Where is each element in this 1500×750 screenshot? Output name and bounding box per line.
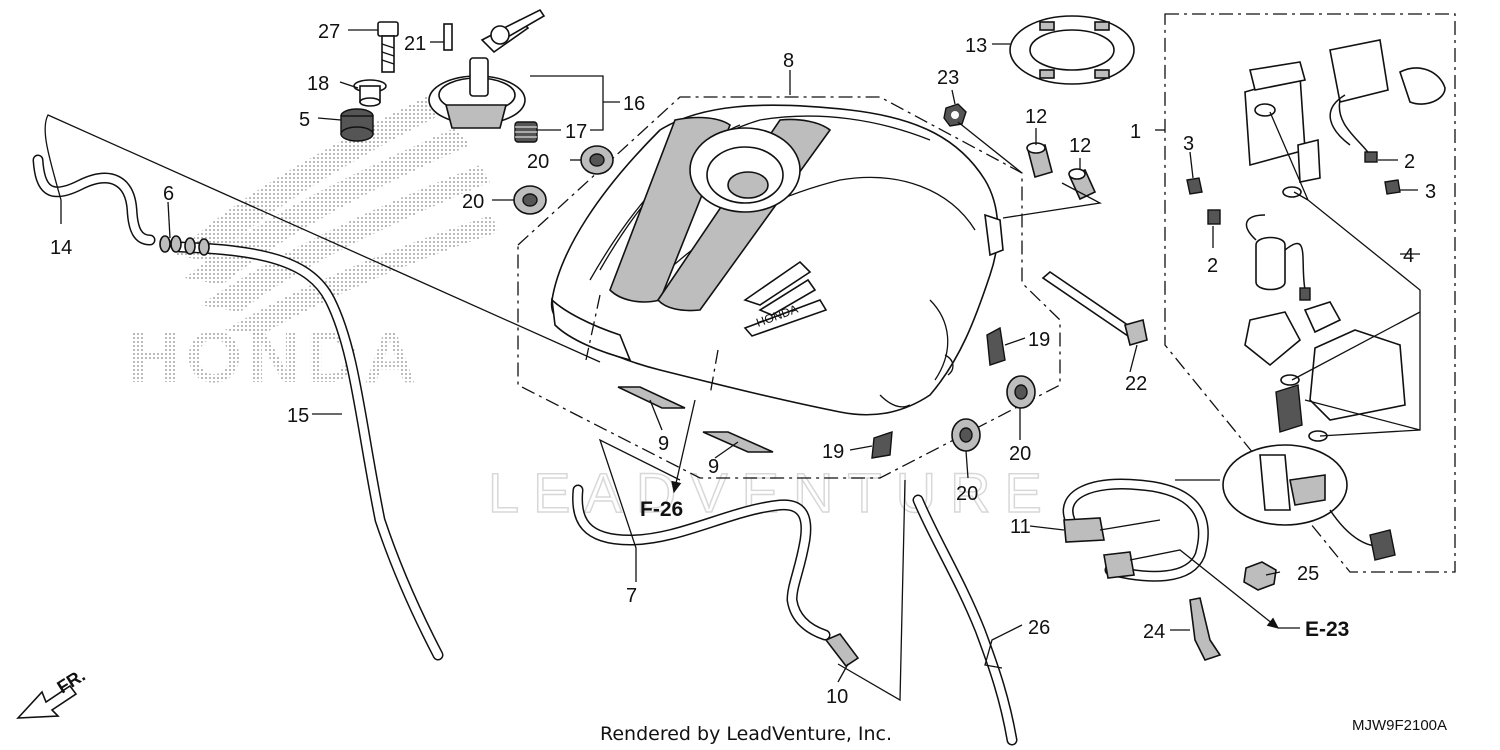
callout-11: 11: [1010, 516, 1031, 538]
clamp-24: [1189, 597, 1222, 661]
rubber-5: [340, 108, 374, 142]
grommet-20-c: [1006, 375, 1036, 409]
callout-16: 16: [623, 93, 645, 115]
nut-25: [1243, 561, 1277, 591]
callout-18: 18: [307, 73, 329, 95]
tank-group-outline: [517, 96, 1061, 479]
filler-cap: [428, 8, 546, 129]
callout-labels: 1 2 2 3 3 4 5 6 7 8 9 9 10 11 12 12 13 1…: [50, 21, 1436, 708]
screw-3-a: [1186, 177, 1203, 195]
collar-18: [353, 79, 387, 107]
hose-26: [912, 494, 1018, 746]
footer-credit: Rendered by LeadVenture, Inc.: [600, 723, 892, 745]
callout-8: 8: [783, 50, 794, 72]
bolt-27: [377, 21, 399, 73]
collar-12-a: [1026, 142, 1053, 179]
callout-10: 10: [826, 686, 848, 708]
collar-12-b: [1068, 168, 1097, 201]
callout-25: 25: [1297, 563, 1319, 585]
callout-1: 1: [1130, 121, 1141, 143]
hose-7: [572, 484, 831, 641]
callout-12-a: 12: [1025, 106, 1047, 128]
callout-23: 23: [937, 67, 959, 89]
grommet-20-b: [513, 185, 547, 215]
callout-12-b: 12: [1069, 135, 1091, 157]
cushion-19-b: [871, 430, 893, 459]
fuel-tank: HONDA: [550, 104, 1004, 416]
hose-14: [32, 154, 156, 246]
callout-19-a: 19: [1028, 329, 1050, 351]
callout-22: 22: [1125, 373, 1147, 395]
ref-f-26: F-26: [640, 498, 683, 521]
joint-10: [824, 633, 860, 668]
pump-group-outline: [1164, 13, 1456, 573]
grommet-20-d: [951, 418, 981, 452]
background-logo-text: HONDA: [128, 318, 422, 398]
screw-3-b: [1384, 179, 1401, 195]
callout-9-b: 9: [708, 456, 719, 478]
ref-e-23: E-23: [1305, 618, 1349, 641]
callout-14: 14: [50, 237, 72, 259]
front-direction-arrow: FR.: [16, 665, 89, 719]
hose-15: [174, 241, 444, 661]
callout-15: 15: [287, 405, 309, 427]
callout-20-b: 20: [462, 191, 484, 213]
callout-13: 13: [965, 35, 987, 57]
spring-17: [514, 121, 538, 143]
callout-20-a: 20: [527, 151, 549, 173]
callout-19-b: 19: [822, 441, 844, 463]
grommet-20-a: [580, 145, 614, 175]
tank-honda-emblem: HONDA: [743, 260, 828, 337]
nut-23: [943, 103, 967, 127]
bolt-22: [1041, 270, 1148, 347]
callout-9-a: 9: [658, 433, 669, 455]
background-honda-logo: HONDA: [128, 95, 498, 398]
callout-27: 27: [318, 21, 340, 43]
callout-3-b: 3: [1425, 181, 1436, 203]
callout-20-d: 20: [956, 483, 978, 505]
callout-4: 4: [1403, 245, 1414, 267]
callout-2-b: 2: [1207, 255, 1218, 277]
cushion-19-a: [986, 326, 1006, 366]
callout-17: 17: [565, 121, 587, 143]
callout-21: 21: [404, 33, 426, 55]
callout-2-a: 2: [1404, 151, 1415, 173]
callout-26: 26: [1028, 617, 1050, 639]
fuel-feed-hose-11: [1062, 478, 1209, 582]
diagram-code: MJW9F2100A: [1352, 717, 1447, 734]
callout-3-a: 3: [1183, 133, 1194, 155]
leader-lines: [44, 29, 1421, 702]
callout-20-c: 20: [1009, 443, 1031, 465]
set-plate-13: [1009, 15, 1135, 85]
callout-7: 7: [626, 585, 637, 607]
pad-9-a: [617, 386, 686, 409]
callout-24: 24: [1143, 621, 1165, 643]
callout-5: 5: [299, 109, 310, 131]
clip-6: [159, 235, 210, 256]
fuel-pump-assembly: [1222, 39, 1446, 561]
clip-2-a: [1207, 209, 1221, 225]
callout-6: 6: [163, 183, 174, 205]
